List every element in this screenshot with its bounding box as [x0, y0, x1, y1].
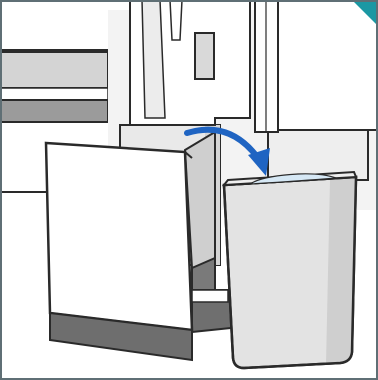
upper-cover	[130, 0, 378, 132]
waste-bin	[224, 172, 356, 368]
